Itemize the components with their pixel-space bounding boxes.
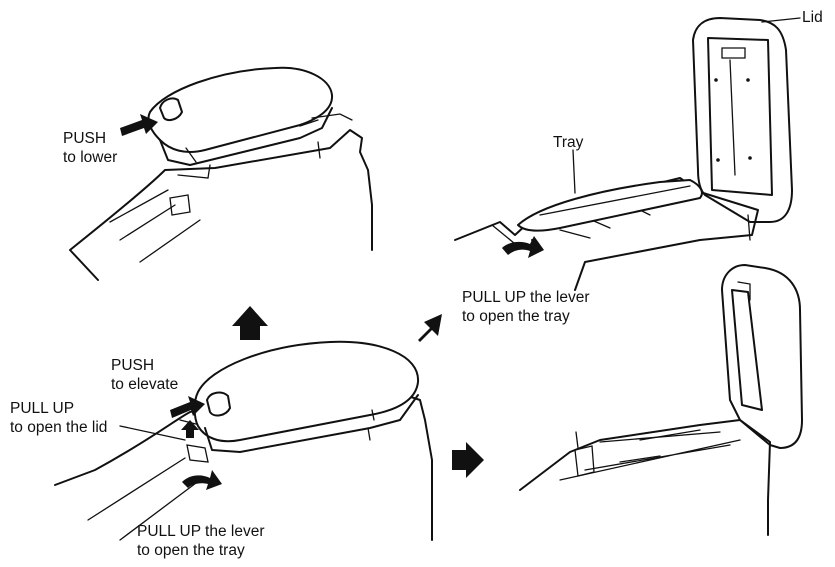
panel-top-right-drawing xyxy=(454,17,801,291)
pull-up-lid-line1: PULL UP xyxy=(10,400,75,417)
push-arrow-icon xyxy=(170,396,205,418)
push-to-elevate-line1: PUSH xyxy=(111,357,155,374)
arrow-up-icon xyxy=(232,306,268,340)
pull-up-lever-label-bottom: PULL UP the lever to open the tray xyxy=(137,522,265,560)
arrow-up-right-icon xyxy=(418,314,442,342)
tray-label-text: Tray xyxy=(553,134,584,151)
push-to-elevate-label: PUSH to elevate xyxy=(111,356,178,394)
push-to-lower-line2: to lower xyxy=(63,149,118,166)
push-to-lower-line1: PUSH xyxy=(63,130,107,147)
push-to-lower-label: PUSH to lower xyxy=(63,129,117,167)
pull-up-lever-bottom-line2: to open the tray xyxy=(137,542,245,559)
panel-bottom-right-drawing xyxy=(519,264,803,536)
pull-up-lid-label: PULL UP to open the lid xyxy=(10,399,107,437)
push-arrow-icon xyxy=(120,114,158,136)
pull-up-lever-top-line1: PULL UP the lever xyxy=(462,289,590,306)
lid-label: Lid xyxy=(802,8,823,27)
tray-label: Tray xyxy=(553,133,583,152)
pull-up-lever-top-line2: to open the tray xyxy=(462,308,570,325)
panel-top-left-drawing xyxy=(69,66,373,281)
panel-bottom-left-drawing xyxy=(54,340,433,541)
arrow-up-icon xyxy=(181,420,199,438)
pull-up-lid-line2: to open the lid xyxy=(10,419,108,436)
curved-arrow-icon xyxy=(182,470,222,490)
push-to-elevate-line2: to elevate xyxy=(111,376,179,393)
lid-label-text: Lid xyxy=(802,9,823,26)
arrow-right-icon xyxy=(452,442,484,478)
pull-up-lever-label-top: PULL UP the lever to open the tray xyxy=(462,288,590,326)
pull-up-lever-bottom-line1: PULL UP the lever xyxy=(137,523,265,540)
